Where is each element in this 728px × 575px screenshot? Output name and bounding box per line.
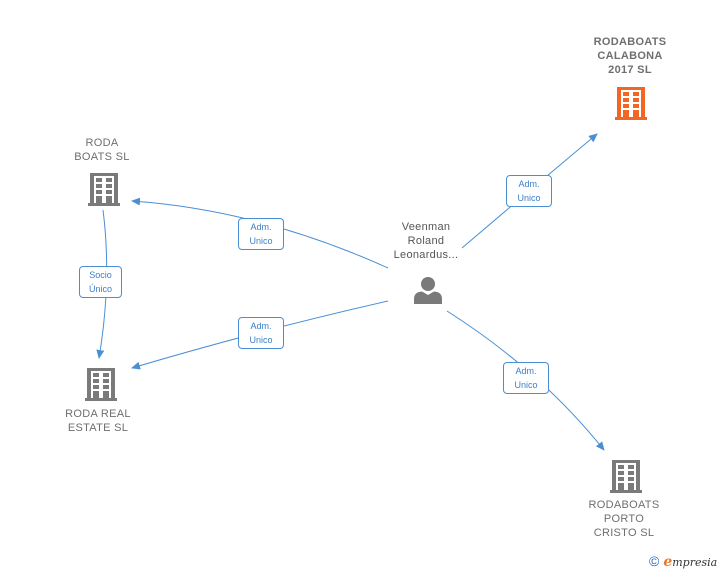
node-label-roda-real-estate[interactable]: RODA REAL ESTATE SL (52, 407, 144, 435)
building-icon[interactable] (610, 459, 642, 493)
node-label-rodaboats-calabona[interactable]: RODABOATS CALABONA 2017 SL (578, 35, 682, 77)
edge-label-line: Unico (514, 380, 538, 390)
building-icon[interactable] (615, 86, 647, 120)
edge-label-line: Unico (249, 236, 273, 246)
node-label-line: Veenman (401, 221, 451, 233)
edge-label-socio-unico[interactable]: Socio Único (79, 266, 122, 298)
edge-label-adm-porto-cristo[interactable]: Adm. Unico (503, 362, 549, 394)
node-label-roda-boats[interactable]: RODA BOATS SL (56, 136, 148, 164)
node-label-line: BOATS SL (74, 151, 130, 163)
brand-logo-letter: e (663, 554, 673, 570)
node-label-line: RODA REAL (65, 408, 131, 420)
building-icon[interactable] (85, 367, 117, 401)
edge-label-line: Adm. (250, 222, 272, 232)
edge-label-adm-calabona[interactable]: Adm. Unico (506, 175, 552, 207)
edge-label-adm-roda-real-estate[interactable]: Adm. Unico (238, 317, 284, 349)
node-label-line: RODABOATS (593, 36, 667, 48)
node-label-line: 2017 SL (608, 64, 652, 76)
edge-label-adm-roda-boats[interactable]: Adm. Unico (238, 218, 284, 250)
edge-label-line: Único (88, 284, 112, 294)
brand-logo-text: mpresia (672, 556, 718, 569)
copyright-icon: © (649, 553, 660, 569)
node-label-line: Leonardus... (393, 249, 459, 261)
edge-label-line: Adm. (250, 321, 272, 331)
edge-label-line: Unico (517, 193, 541, 203)
node-label-line: CALABONA (597, 50, 663, 62)
empresia-branding: ©empresia (649, 553, 717, 571)
node-label-person[interactable]: Veenman Roland Leonardus... (376, 220, 476, 262)
edge-label-line: Adm. (515, 366, 537, 376)
person-icon[interactable] (413, 276, 443, 304)
edge-label-line: Unico (249, 335, 273, 345)
node-label-line: Roland (407, 235, 445, 247)
building-icon[interactable] (88, 172, 120, 206)
edge-label-line: Socio (89, 270, 112, 280)
node-label-line: CRISTO SL (593, 527, 655, 539)
edge-label-line: Adm. (518, 179, 540, 189)
node-label-line: ESTATE SL (67, 422, 129, 434)
node-label-line: RODA (85, 137, 119, 149)
node-label-line: RODABOATS (588, 499, 660, 511)
node-label-rodaboats-porto-cristo[interactable]: RODABOATS PORTO CRISTO SL (574, 498, 674, 540)
node-label-line: PORTO (603, 513, 645, 525)
